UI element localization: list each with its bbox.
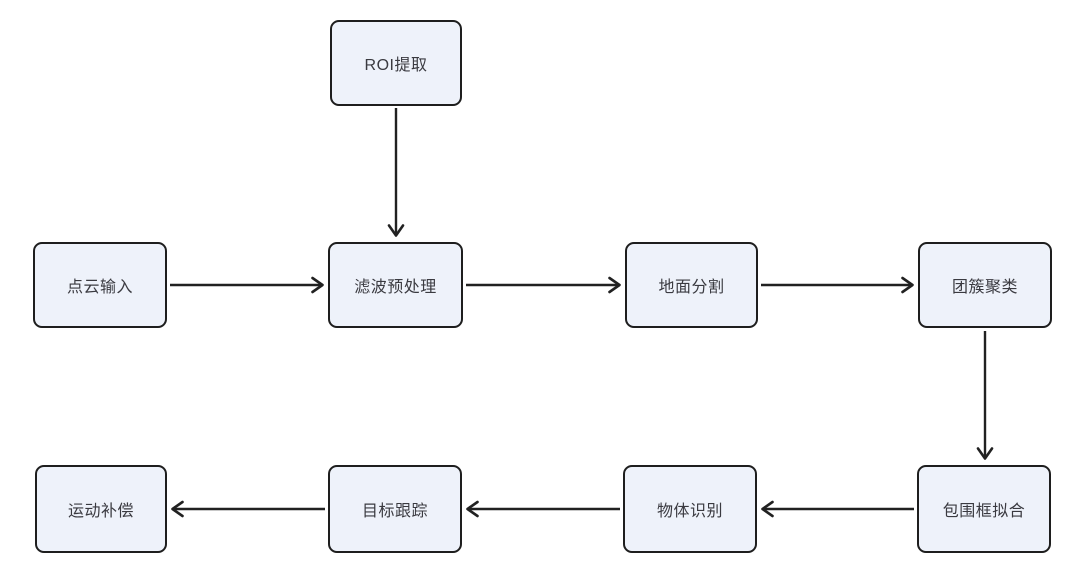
node-pointcloud-input: 点云输入	[33, 242, 167, 328]
node-object-recognition: 物体识别	[623, 465, 757, 553]
node-clustering: 团簇聚类	[918, 242, 1052, 328]
node-motion-compensation: 运动补偿	[35, 465, 167, 553]
node-ground-segmentation: 地面分割	[625, 242, 758, 328]
node-target-tracking: 目标跟踪	[328, 465, 462, 553]
node-roi-extraction: ROI提取	[330, 20, 462, 106]
node-bounding-box-fit: 包围框拟合	[917, 465, 1051, 553]
node-filter-preprocess: 滤波预处理	[328, 242, 463, 328]
